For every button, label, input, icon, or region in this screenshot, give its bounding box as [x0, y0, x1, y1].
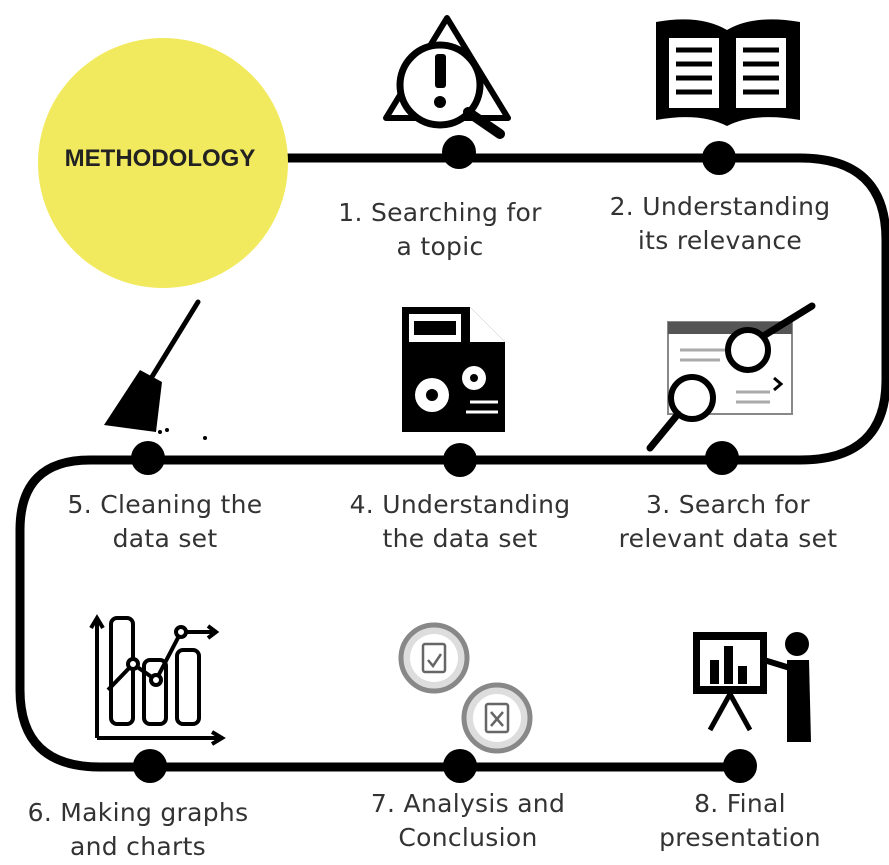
step-8-label: 8. Final presentation [610, 787, 870, 855]
step-2-label: 2. Understanding its relevance [590, 190, 850, 258]
step-5-line-1: 5. Cleaning the [67, 490, 263, 519]
milestone-dots [131, 135, 757, 783]
dot-step-7 [443, 749, 477, 783]
step-4-label: 4. Understanding the data set [330, 488, 590, 556]
step-6-line-1: 6. Making graphs [27, 798, 249, 827]
dot-step-1 [442, 135, 476, 169]
step-3-line-1: 3. Search for [646, 490, 810, 519]
step-4-line-2: the data set [382, 524, 538, 553]
dot-step-3 [705, 441, 739, 475]
step-3-label: 3. Search for relevant data set [598, 488, 858, 556]
web-search-icon [646, 302, 816, 452]
bar-line-chart-icon [89, 614, 226, 746]
dot-step-6 [133, 749, 167, 783]
broom-icon [104, 299, 207, 440]
presenter-board-icon [693, 632, 811, 742]
step-2-line-2: its relevance [637, 226, 803, 255]
step-1-line-1: 1. Searching for [338, 198, 542, 227]
dot-step-8 [723, 749, 757, 783]
step-4-line-1: 4. Understanding [349, 490, 571, 519]
dot-step-2 [702, 141, 736, 175]
dot-step-4 [443, 443, 477, 477]
step-7-line-1: 7. Analysis and [370, 789, 566, 818]
step-5-line-2: data set [112, 524, 218, 553]
step-1-line-2: a topic [396, 232, 484, 261]
step-7-line-2: Conclusion [398, 823, 538, 852]
step-2-line-1: 2. Understanding [609, 192, 831, 221]
step-8-line-2: presentation [659, 823, 821, 852]
step-8-line-1: 8. Final [694, 789, 786, 818]
step-7-label: 7. Analysis and Conclusion [338, 787, 598, 855]
magnifier-warning-icon [383, 15, 511, 139]
clipboard-check-icon [398, 622, 533, 754]
step-6-line-2: and charts [70, 832, 206, 861]
step-6-label: 6. Making graphs and charts [8, 796, 268, 864]
methodology-circle [38, 38, 288, 288]
step-5-label: 5. Cleaning the data set [35, 488, 295, 556]
dot-step-5 [131, 441, 165, 475]
document-gears-icon [402, 307, 505, 432]
step-1-label: 1. Searching for a topic [310, 196, 570, 264]
open-book-icon [656, 19, 800, 127]
step-3-line-2: relevant data set [618, 524, 838, 553]
flow-path [15, 153, 889, 772]
methodology-title: METHODOLOGY [64, 145, 256, 172]
